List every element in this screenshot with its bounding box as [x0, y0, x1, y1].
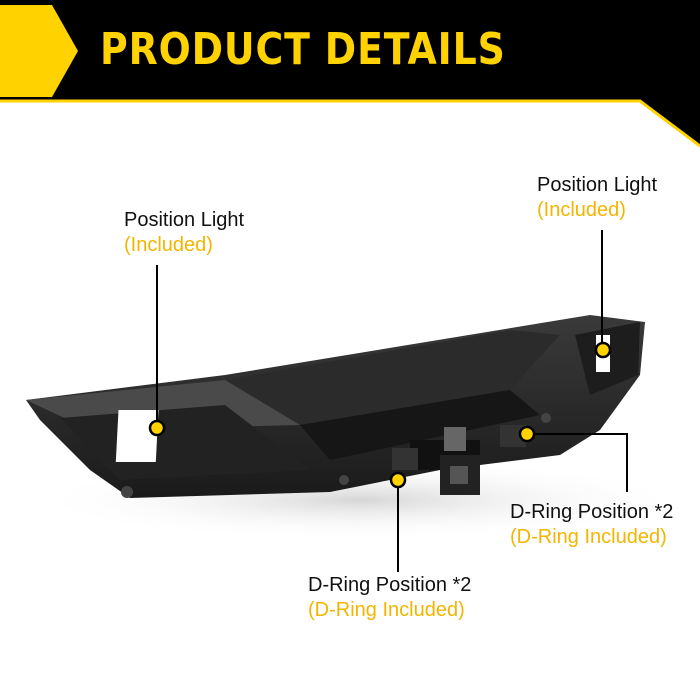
bottom-d-ring-marker: [389, 471, 407, 489]
page-title: PRODUCT DETAILS: [100, 24, 506, 75]
arrow-icon: [0, 5, 78, 97]
right-d-ring-marker: [518, 425, 536, 443]
callout-note: (Included): [537, 199, 626, 221]
callout-right-position-light: Position Light (Included): [537, 173, 657, 223]
callout-title: D-Ring Position *2: [510, 501, 674, 523]
left-light-marker: [148, 419, 166, 437]
header-banner: [0, 0, 700, 148]
callout-title: D-Ring Position *2: [308, 574, 472, 596]
callout-right-d-ring: D-Ring Position *2 (D-Ring Included): [510, 500, 673, 550]
callout-note: (Included): [124, 234, 213, 256]
callout-note: (D-Ring Included): [510, 526, 667, 548]
callout-note: (D-Ring Included): [308, 599, 465, 621]
callout-title: Position Light: [537, 174, 658, 196]
callout-left-position-light: Position Light (Included): [124, 208, 244, 258]
right-light-marker: [594, 341, 612, 359]
callout-title: Position Light: [124, 209, 245, 231]
callout-bottom-d-ring: D-Ring Position *2 (D-Ring Included): [308, 573, 471, 623]
